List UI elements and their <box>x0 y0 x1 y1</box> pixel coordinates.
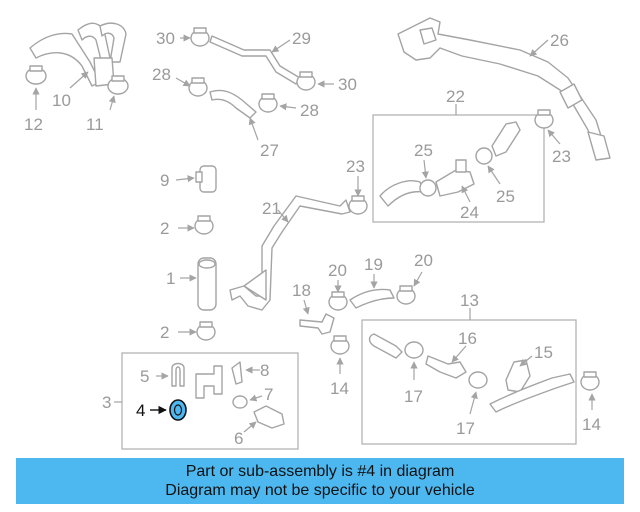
part-1-pipe <box>197 257 217 311</box>
callout-14-right[interactable]: 14 <box>582 415 601 434</box>
part-12-clamp <box>25 65 47 85</box>
callout-4[interactable]: 4 <box>136 401 145 420</box>
part-2-clamp-upper <box>194 215 214 235</box>
part-8-bracket <box>231 361 243 385</box>
callout-30-top[interactable]: 30 <box>156 29 175 48</box>
callout-9[interactable]: 9 <box>160 171 169 190</box>
callout-6[interactable]: 6 <box>234 429 243 448</box>
part-7-gasket <box>232 395 248 409</box>
callout-20-right[interactable]: 20 <box>414 251 433 270</box>
callout-14-left[interactable]: 14 <box>330 379 349 398</box>
info-banner: Part or sub-assembly is #4 in diagram Di… <box>16 458 624 504</box>
part-26-pipe-assembly <box>397 17 611 161</box>
callout-8[interactable]: 8 <box>260 361 269 380</box>
part-6-fitting <box>253 405 285 429</box>
callout-11[interactable]: 11 <box>86 115 104 134</box>
callout-23-right[interactable]: 23 <box>552 147 571 166</box>
part-14-clamp-left <box>330 335 350 355</box>
part-19-hose <box>349 288 395 309</box>
callout-26[interactable]: 26 <box>550 31 569 50</box>
part-13-group-contents <box>368 333 575 413</box>
part-30-clamp-right <box>296 71 316 91</box>
part-5-hose-clip <box>171 362 185 387</box>
part-23-clamp-left <box>348 195 368 215</box>
callout-5[interactable]: 5 <box>140 367 149 386</box>
callout-7[interactable]: 7 <box>264 385 273 404</box>
callout-3[interactable]: 3 <box>102 393 111 412</box>
callout-29[interactable]: 29 <box>292 29 311 48</box>
callout-20-left[interactable]: 20 <box>328 261 347 280</box>
part-10-hoses <box>29 22 127 87</box>
callout-18[interactable]: 18 <box>292 281 311 300</box>
callout-25-left[interactable]: 25 <box>414 141 433 160</box>
callout-28-right[interactable]: 28 <box>300 101 319 120</box>
part-11-clamp <box>107 75 129 95</box>
banner-line-disclaimer: Diagram may not be specific to your vehi… <box>165 482 475 499</box>
part-30-clamp-top <box>190 27 210 47</box>
callout-15[interactable]: 15 <box>534 343 553 362</box>
part-20-clamp-right <box>396 285 416 305</box>
group-box-22 <box>372 114 545 223</box>
parts-diagram: 12 10 11 30 29 30 28 27 28 26 23 <box>24 17 611 450</box>
part-4-seal-highlighted[interactable] <box>169 399 187 421</box>
part-23-clamp-right <box>534 109 554 129</box>
part-27-hose <box>209 89 257 119</box>
callout-24[interactable]: 24 <box>460 203 479 222</box>
part-28-clamp-left <box>188 77 208 97</box>
part-14-clamp-right <box>580 371 600 391</box>
callout-28-left[interactable]: 28 <box>152 65 171 84</box>
callout-27[interactable]: 27 <box>260 141 279 160</box>
part-29-pipe <box>209 35 301 85</box>
callout-2-lower[interactable]: 2 <box>160 323 169 342</box>
part-20-clamp-left <box>328 291 348 311</box>
part-21-pipe <box>229 195 351 311</box>
callout-19[interactable]: 19 <box>364 255 383 274</box>
part-9-connector <box>195 165 217 193</box>
callout-12[interactable]: 12 <box>24 115 43 134</box>
callout-23-left[interactable]: 23 <box>346 157 365 176</box>
part-18-connector <box>299 313 335 335</box>
part-2-clamp-lower <box>196 321 216 341</box>
part-tee-connector <box>195 365 223 399</box>
callout-1[interactable]: 1 <box>166 269 175 288</box>
group-box-3 <box>121 352 299 450</box>
callout-25-right[interactable]: 25 <box>496 187 515 206</box>
callout-30-right[interactable]: 30 <box>338 75 357 94</box>
banner-line-part-number: Part or sub-assembly is #4 in diagram <box>185 463 455 480</box>
callout-17-right[interactable]: 17 <box>456 419 475 438</box>
group-box-13 <box>361 319 577 445</box>
callout-22[interactable]: 22 <box>446 87 465 106</box>
callout-2-upper[interactable]: 2 <box>160 219 169 238</box>
part-22-group-contents <box>379 121 521 207</box>
callout-16[interactable]: 16 <box>458 329 477 348</box>
callout-13[interactable]: 13 <box>460 291 479 310</box>
part-28-clamp-right <box>258 93 278 113</box>
callout-17-left[interactable]: 17 <box>404 387 423 406</box>
callout-21[interactable]: 21 <box>262 199 281 218</box>
callout-10[interactable]: 10 <box>52 91 71 110</box>
